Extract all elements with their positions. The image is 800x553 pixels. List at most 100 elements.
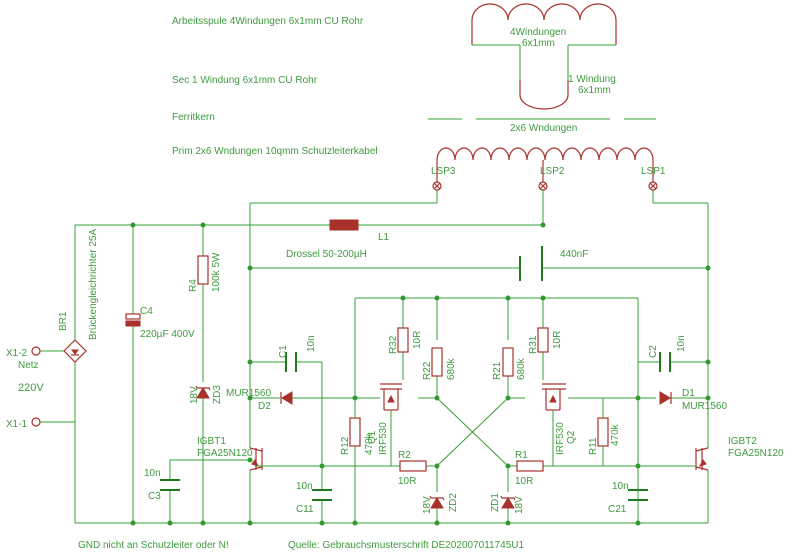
r1-value: 10R bbox=[515, 476, 533, 487]
r2-value: 10R bbox=[398, 476, 416, 487]
q1-label: Q1 bbox=[367, 430, 378, 444]
c2-capacitor bbox=[659, 352, 671, 372]
q2-mosfet bbox=[542, 383, 566, 466]
r11-resistor bbox=[597, 417, 609, 447]
r2-resistor bbox=[399, 460, 427, 472]
igbt2-label: IGBT2 bbox=[728, 436, 757, 447]
c1-value: 10n bbox=[306, 335, 317, 352]
r32-resistor bbox=[397, 327, 409, 353]
igbt2-transistor bbox=[688, 447, 709, 471]
r11-label: R11 bbox=[588, 437, 599, 455]
zd3-value: 18V bbox=[189, 386, 200, 404]
zd1-zener bbox=[500, 495, 516, 509]
r22-label: R22 bbox=[422, 361, 433, 380]
r2-label: R2 bbox=[398, 450, 411, 461]
q2-value: IRF530 bbox=[555, 422, 566, 455]
lsp2-label: LSP2 bbox=[540, 166, 565, 177]
c3-value: 10n bbox=[144, 468, 161, 479]
gnd-note: GND nicht an Schutzleiter oder N! bbox=[78, 540, 229, 551]
work-coil bbox=[471, 3, 617, 110]
lsp2-terminal bbox=[538, 181, 548, 191]
zd3-label: ZD3 bbox=[212, 385, 223, 404]
r32-value: 10R bbox=[412, 331, 423, 349]
l1-inductor bbox=[329, 219, 359, 231]
r4-resistor bbox=[197, 255, 209, 285]
bridge-desc: Brückengleichrichter 25A bbox=[88, 229, 99, 340]
prim-coil-label: 2x6 Wndungen bbox=[510, 123, 577, 134]
note-work-coil: Arbeitsspule 4Windungen 6x1mm CU Rohr bbox=[172, 16, 364, 27]
c11-value: 10n bbox=[296, 481, 313, 492]
c11-label: C11 bbox=[296, 504, 314, 515]
igbt1-value: FGA25N120 bbox=[197, 448, 253, 459]
r32-label: R32 bbox=[388, 335, 399, 354]
c3-label: C3 bbox=[148, 491, 161, 502]
zd2-value: 18V bbox=[422, 496, 433, 514]
wires bbox=[40, 190, 709, 524]
c4-capacitor bbox=[125, 313, 141, 327]
lsp3-label: LSP3 bbox=[431, 166, 456, 177]
igbt1-label: IGBT1 bbox=[197, 436, 226, 447]
r11-value: 470k bbox=[610, 423, 621, 446]
mains-voltage: 220V bbox=[18, 382, 44, 394]
d2-diode bbox=[280, 391, 293, 405]
sec-label-b: 6x1mm bbox=[578, 85, 611, 96]
work-coil-label-b: 6x1mm bbox=[522, 38, 555, 49]
zd1-label: ZD1 bbox=[490, 493, 501, 512]
primary-coil bbox=[436, 147, 654, 182]
c21-capacitor bbox=[628, 489, 648, 501]
r21-resistor bbox=[502, 347, 514, 377]
sec-label-a: 1 Windung bbox=[568, 74, 616, 85]
work-coil-label-a: 4Windungen bbox=[510, 27, 566, 38]
r31-value: 10R bbox=[552, 331, 563, 349]
r21-value: 680k bbox=[516, 357, 527, 380]
r22-resistor bbox=[431, 347, 443, 377]
note-core: Ferritkern bbox=[172, 112, 215, 123]
r1-resistor bbox=[516, 460, 544, 472]
note-primary: Prim 2x6 Wndungen 10qmm Schutzleiterkabe… bbox=[172, 146, 378, 157]
r4-label: R4 bbox=[188, 279, 199, 292]
d1-label: D1 bbox=[682, 388, 695, 399]
q1-value: IRF530 bbox=[378, 422, 389, 455]
r31-resistor bbox=[537, 327, 549, 353]
resonant-capacitor bbox=[519, 246, 543, 281]
r4-value: 100k 5W bbox=[211, 252, 222, 292]
mains-connector bbox=[31, 346, 41, 427]
bridge-name: BR1 bbox=[58, 311, 69, 331]
zd2-zener bbox=[429, 495, 445, 509]
r21-label: R21 bbox=[492, 361, 503, 380]
c3-capacitor bbox=[160, 479, 180, 491]
q2-label: Q2 bbox=[566, 430, 577, 444]
lsp3-terminal bbox=[432, 181, 442, 191]
c21-value: 10n bbox=[612, 481, 629, 492]
l1-desc: Drossel 50-200µH bbox=[286, 249, 367, 260]
r12-value: 470k bbox=[364, 432, 375, 455]
igbt1-transistor bbox=[249, 447, 270, 471]
c2-value: 10n bbox=[676, 335, 687, 352]
d2-label: D2 bbox=[258, 401, 271, 412]
c2-label: C2 bbox=[648, 345, 659, 358]
netz-label: Netz bbox=[18, 360, 39, 371]
c1-label: C1 bbox=[278, 345, 289, 358]
l1-label: L1 bbox=[378, 232, 390, 243]
d1-value: MUR1560 bbox=[682, 401, 727, 412]
junctions bbox=[130, 222, 711, 526]
r22-value: 680k bbox=[446, 357, 457, 380]
zd1-value: 18V bbox=[514, 496, 525, 514]
c4-label: C4 bbox=[140, 306, 153, 317]
x11-label: X1-1 bbox=[6, 419, 28, 430]
d1-diode bbox=[659, 391, 672, 405]
source-note: Quelle: Gebrauchsmusterschrift DE2020070… bbox=[288, 540, 524, 551]
note-secondary: Sec 1 Windung 6x1mm CU Rohr bbox=[172, 75, 318, 86]
igbt2-value: FGA25N120 bbox=[728, 448, 784, 459]
q1-mosfet bbox=[378, 383, 402, 466]
r12-label: R12 bbox=[340, 436, 351, 455]
zd2-label: ZD2 bbox=[448, 493, 459, 512]
x12-label: X1-2 bbox=[6, 348, 28, 359]
r12-resistor bbox=[349, 417, 361, 447]
c21-label: C21 bbox=[608, 504, 627, 515]
d2-value: MUR1560 bbox=[226, 388, 271, 399]
c4-value: 220µF 400V bbox=[140, 329, 195, 340]
lsp1-label: LSP1 bbox=[641, 166, 666, 177]
r1-label: R1 bbox=[515, 450, 528, 461]
